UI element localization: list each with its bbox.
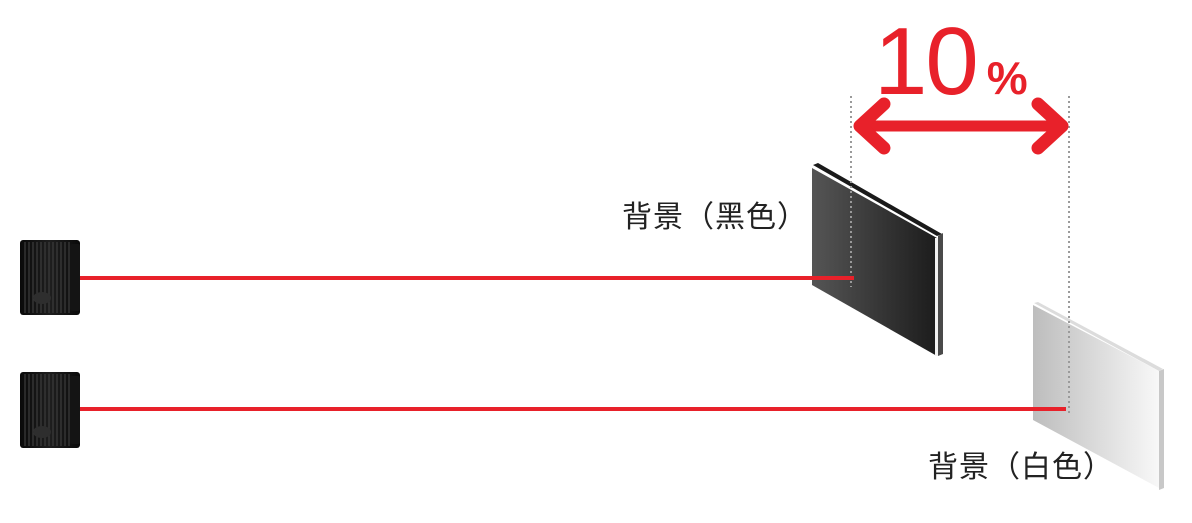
white-background-label: 背景（白色） <box>928 450 1114 485</box>
double-arrow-icon <box>853 97 1069 155</box>
threaded-sensor-icon <box>20 240 80 315</box>
threaded-sensor-icon <box>20 372 80 448</box>
white-background-panel <box>1033 302 1164 490</box>
percentage-unit: % <box>986 52 1028 104</box>
percentage-value: 10 <box>874 8 979 115</box>
black-background-panel <box>812 163 943 356</box>
difference-percentage: 10% <box>874 14 1028 110</box>
black-background-label: 背景（黑色） <box>622 200 808 235</box>
